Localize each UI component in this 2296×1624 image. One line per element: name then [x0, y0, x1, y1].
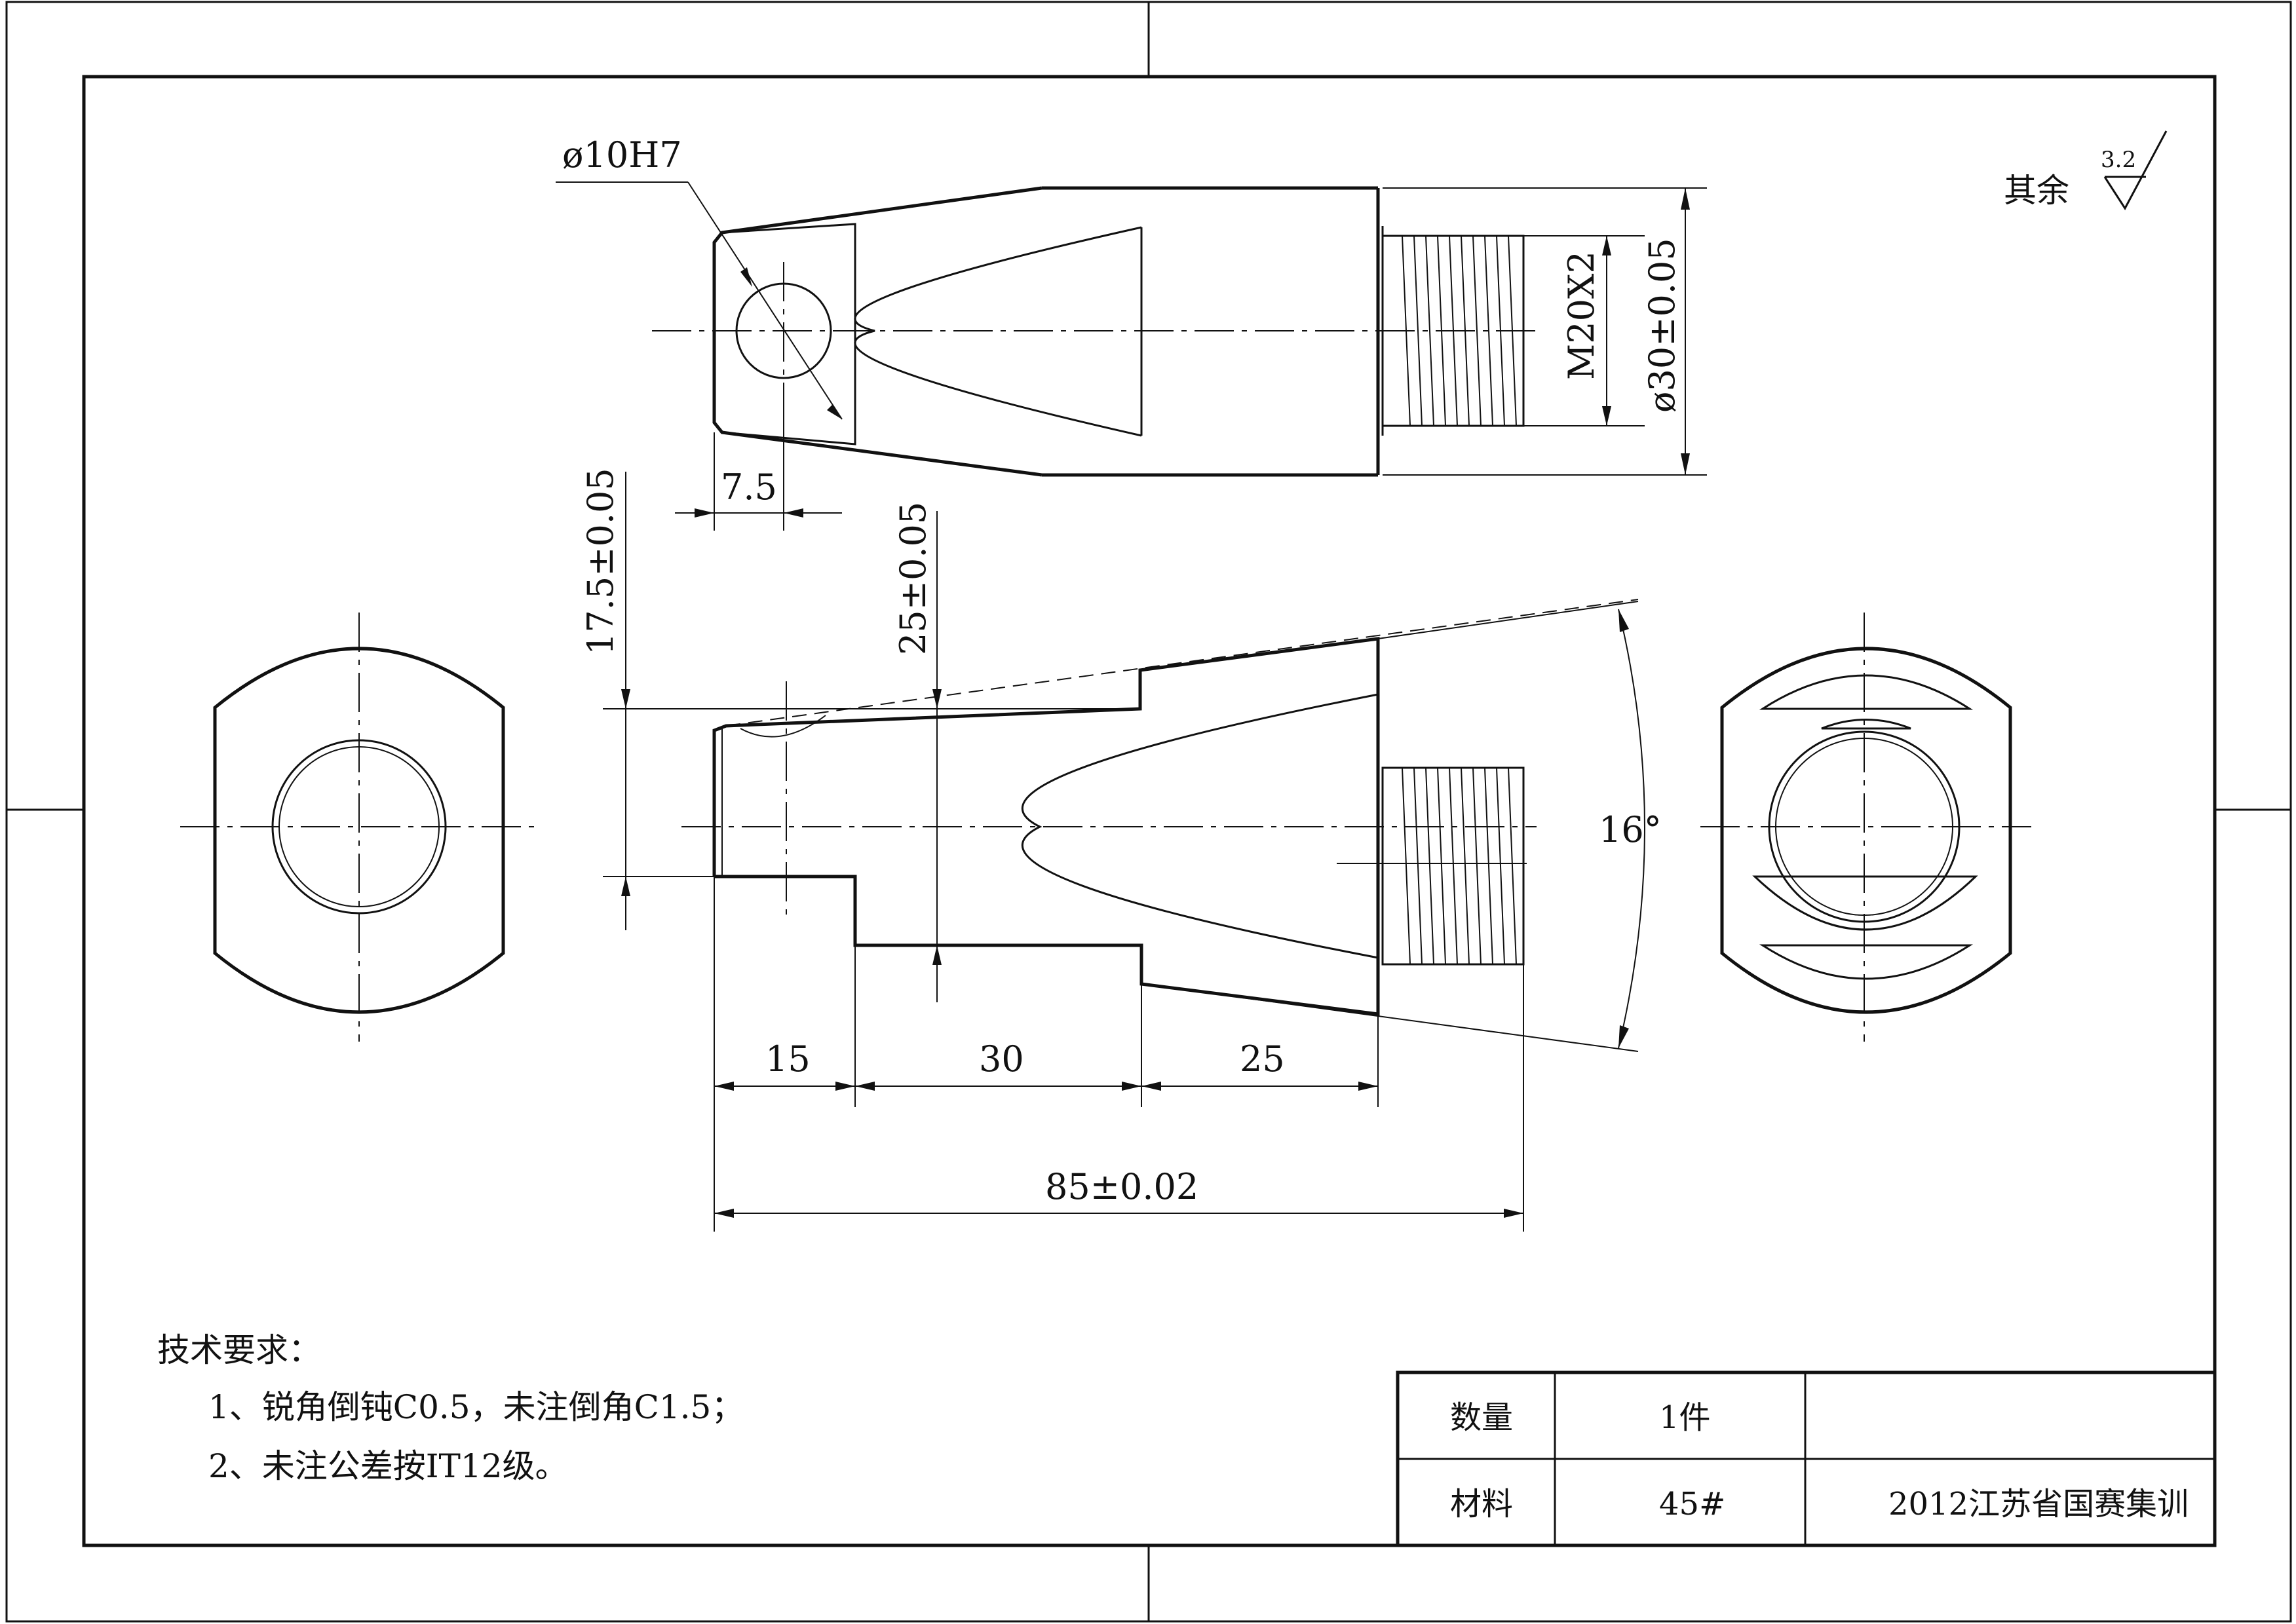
front-view: 17.5±0.05 25±0.05 16° 15 30 25 85±0.02: [580, 468, 1662, 1232]
dim-30: 30: [979, 1038, 1024, 1080]
note-1: 1、锐角倒钝C0.5，未注倒角C1.5；: [208, 1388, 744, 1426]
note-2: 2、未注公差按IT12级。: [208, 1447, 568, 1485]
dim-7-5: 7.5: [721, 466, 777, 508]
surface-finish-symbol: 其余 3.2: [2004, 130, 2168, 210]
material-label: 材料: [1450, 1486, 1513, 1522]
notes-title: 技术要求：: [157, 1331, 321, 1369]
dim-hole-dia: ø10H7: [562, 134, 682, 176]
dim-15: 15: [765, 1038, 811, 1080]
sheet-border: [5, 1, 2292, 1623]
qty-label: 数量: [1450, 1399, 1513, 1436]
surface-finish-label: 其余: [2004, 172, 2069, 210]
dim-total-length: 85±0.02: [1045, 1166, 1198, 1207]
dim-17-5: 17.5±0.05: [580, 468, 621, 655]
dim-25: 25±0.05: [892, 502, 934, 655]
project-name: 2012江苏省国赛集训: [1888, 1486, 2189, 1522]
right-end-view: [1700, 613, 2031, 1042]
dim-dia-30: ø30±0.05: [1641, 238, 1683, 413]
qty-value: 1件: [1659, 1399, 1711, 1436]
top-view: ø10H7 7.5 M20X2 ø30±0.05: [556, 134, 1707, 531]
title-block: 数量 1件 材料 45# 2012江苏省国赛集训: [1396, 1370, 2217, 1547]
dim-25-len: 25: [1240, 1038, 1285, 1080]
left-end-view: [180, 613, 537, 1042]
dim-angle: 16°: [1599, 809, 1662, 850]
dim-thread: M20X2: [1561, 251, 1602, 380]
roughness-value: 3.2: [2101, 147, 2136, 173]
technical-notes: 技术要求： 1、锐角倒钝C0.5，未注倒角C1.5； 2、未注公差按IT12级。: [157, 1331, 744, 1485]
thread-hatching-front: [1402, 767, 1517, 965]
material-value: 45#: [1659, 1486, 1725, 1522]
